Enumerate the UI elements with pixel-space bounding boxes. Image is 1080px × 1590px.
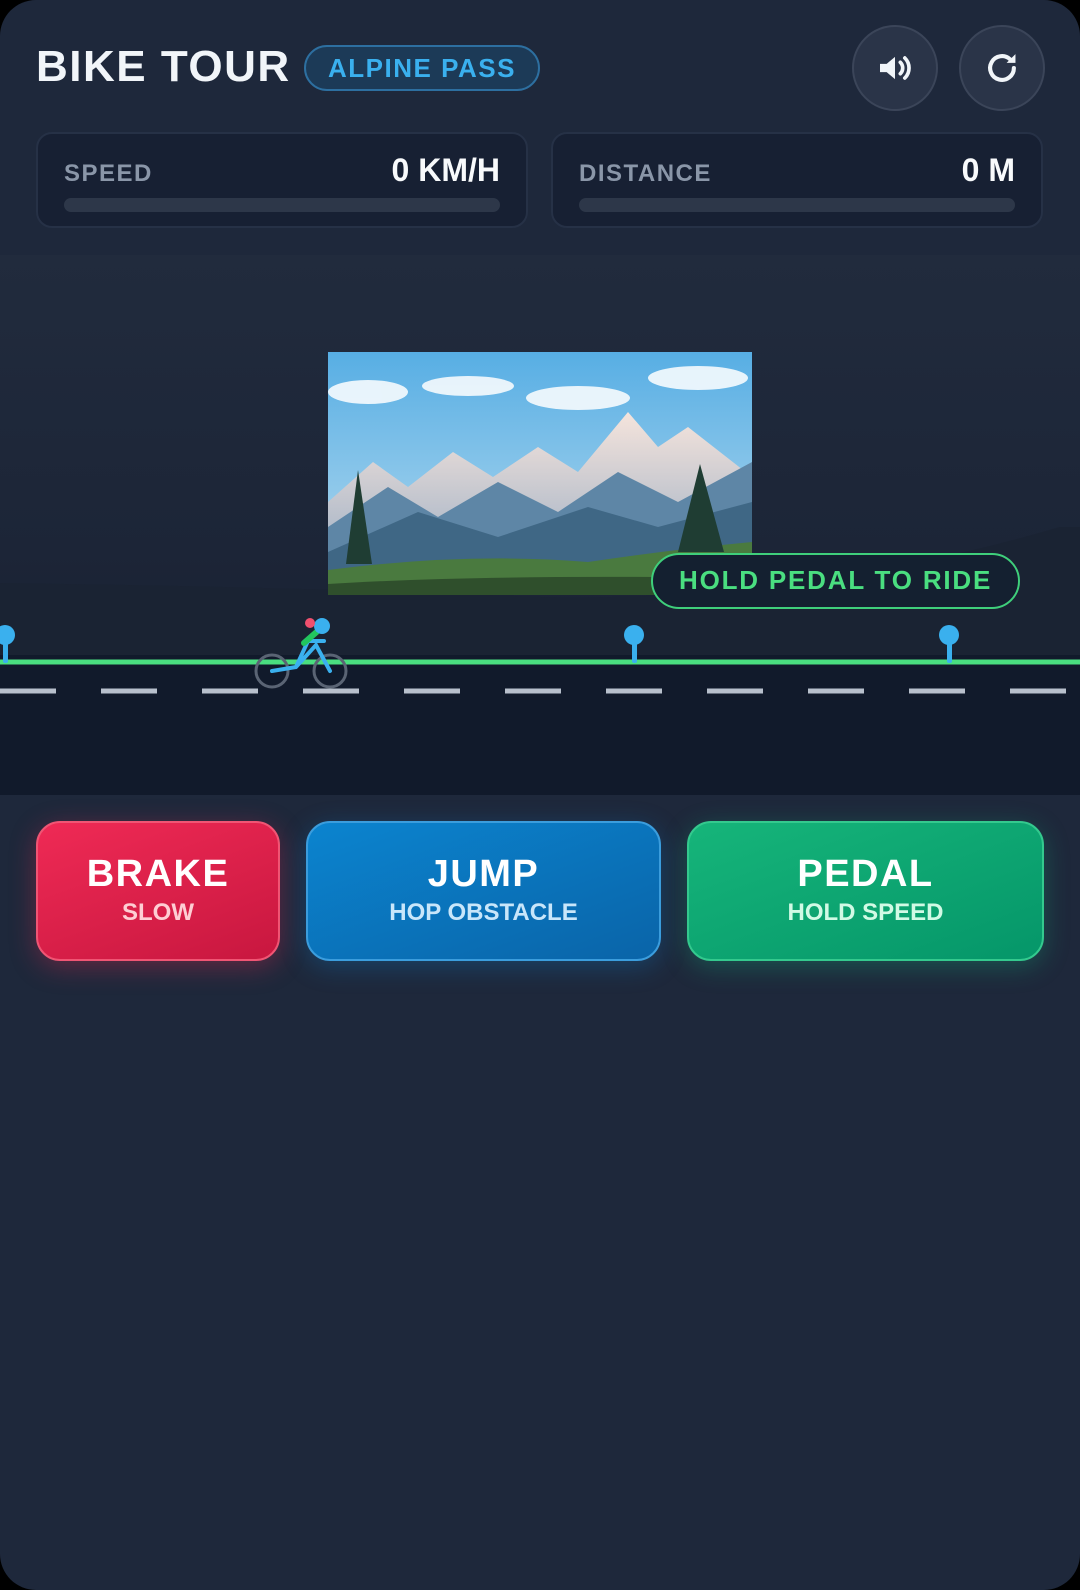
cyclist xyxy=(254,618,348,689)
distance-label: DISTANCE xyxy=(579,160,712,187)
speed-value: 0 KM/H xyxy=(391,152,500,188)
header: BIKE TOUR ALPINE PASS xyxy=(36,25,1045,111)
jump-sub: HOP OBSTACLE xyxy=(389,899,578,926)
game-scene: HOLD PEDAL TO RIDE xyxy=(0,255,1080,795)
speed-bar xyxy=(64,198,500,212)
sound-button[interactable] xyxy=(852,25,938,111)
brake-sub: SLOW xyxy=(122,899,194,926)
route-marker xyxy=(624,625,644,663)
speed-label: SPEED xyxy=(64,160,153,187)
route-track xyxy=(0,618,1080,694)
speed-card: SPEED 0 KM/H xyxy=(36,132,528,228)
route-marker xyxy=(0,625,15,663)
speaker-icon xyxy=(880,56,911,80)
mountain-backdrop xyxy=(328,352,752,595)
distance-value: 0 M xyxy=(961,152,1015,188)
restart-button[interactable] xyxy=(959,25,1045,111)
pedal-label: PEDAL xyxy=(797,853,934,895)
route-marker xyxy=(939,625,959,663)
pedal-sub: HOLD SPEED xyxy=(787,899,944,926)
brake-label: BRAKE xyxy=(86,853,230,895)
level-badge: ALPINE PASS xyxy=(304,45,540,91)
jump-button[interactable]: JUMP HOP OBSTACLE xyxy=(306,821,661,961)
restart-icon xyxy=(988,54,1016,82)
distance-card: DISTANCE 0 M xyxy=(551,132,1043,228)
jump-label: JUMP xyxy=(427,853,540,895)
game-title: BIKE TOUR xyxy=(36,42,291,91)
hold-pedal-prompt: HOLD PEDAL TO RIDE xyxy=(651,553,1021,609)
distance-bar xyxy=(579,198,1015,212)
brake-button[interactable]: BRAKE SLOW xyxy=(36,821,280,961)
pedal-button[interactable]: PEDAL HOLD SPEED xyxy=(687,821,1044,961)
